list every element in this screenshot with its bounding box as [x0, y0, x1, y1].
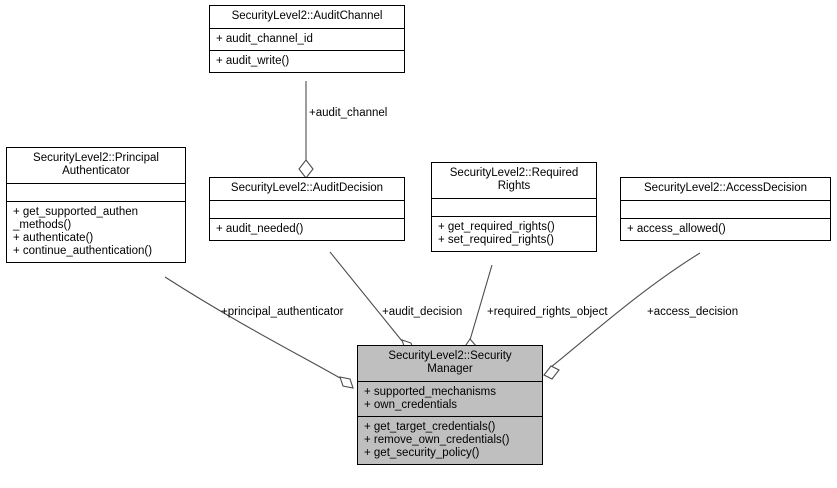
edge-label-access-decision: +access_decision — [647, 306, 739, 318]
class-title-security-manager: SecurityLevel2::Security Manager — [358, 346, 542, 382]
class-attributes-audit-channel: + audit_channel_id — [210, 29, 404, 51]
class-member: + get_supported_authen _methods() — [13, 206, 139, 231]
class-operations-required-rights: + get_required_rights() + set_required_r… — [432, 217, 596, 251]
class-member: + remove_own_credentials() — [364, 434, 510, 446]
class-member: + access_allowed() — [627, 223, 726, 235]
class-member: + audit_write() — [216, 55, 290, 67]
class-box-access-decision[interactable]: SecurityLevel2::AccessDecision + access_… — [620, 177, 831, 241]
class-title-access-decision: SecurityLevel2::AccessDecision — [621, 178, 830, 201]
class-attributes-security-manager: + supported_mechanisms + own_credentials — [358, 382, 542, 417]
aggregation-diamond-access-decision — [543, 365, 560, 380]
class-member: + authenticate() — [13, 232, 94, 244]
aggregation-diamond-principal-authenticator — [339, 376, 354, 389]
class-attributes-access-decision — [621, 201, 830, 219]
class-member: + continue_authentication() — [13, 245, 153, 257]
class-member: + get_target_credentials() — [364, 421, 496, 433]
class-box-required-rights[interactable]: SecurityLevel2::Required Rights + get_re… — [431, 162, 597, 252]
class-operations-principal-authenticator: + get_supported_authen _methods() + auth… — [7, 202, 185, 262]
edge-label-required-rights: +required_rights_object — [487, 306, 608, 318]
class-operations-access-decision: + access_allowed() — [621, 219, 830, 240]
class-operations-audit-channel: + audit_write() — [210, 51, 404, 72]
class-operations-audit-decision: + audit_needed() — [210, 219, 404, 240]
class-attributes-required-rights — [432, 199, 596, 217]
edge-line-required-rights — [469, 264, 493, 341]
class-member: + audit_needed() — [216, 223, 304, 235]
aggregation-diamond-audit-channel — [298, 159, 314, 179]
edge-label-principal-authenticator: +principal_authenticator — [221, 306, 344, 318]
class-title-principal-authenticator: SecurityLevel2::Principal Authenticator — [7, 148, 185, 184]
class-title-required-rights: SecurityLevel2::Required Rights — [432, 163, 596, 199]
class-box-security-manager[interactable]: SecurityLevel2::Security Manager + suppo… — [357, 345, 543, 465]
class-title-audit-decision: SecurityLevel2::AuditDecision — [210, 178, 404, 201]
class-member: + supported_mechanisms — [364, 386, 497, 398]
edge-label-audit-decision: +audit_decision — [382, 306, 463, 318]
edge-label-audit-channel: +audit_channel — [309, 107, 388, 119]
class-member: + get_security_policy() — [364, 447, 480, 459]
class-member: + get_required_rights() — [438, 221, 555, 233]
class-member: + own_credentials — [364, 399, 458, 411]
class-member: + set_required_rights() — [438, 234, 555, 246]
class-attributes-audit-decision — [210, 201, 404, 219]
class-operations-security-manager: + get_target_credentials() + remove_own_… — [358, 417, 542, 464]
class-attributes-principal-authenticator — [7, 184, 185, 202]
class-box-audit-channel[interactable]: SecurityLevel2::AuditChannel + audit_cha… — [209, 5, 405, 73]
class-title-audit-channel: SecurityLevel2::AuditChannel — [210, 6, 404, 29]
class-member: + audit_channel_id — [216, 33, 313, 45]
class-box-principal-authenticator[interactable]: SecurityLevel2::Principal Authenticator … — [6, 147, 186, 263]
edge-line-principal-authenticator — [164, 276, 341, 379]
edge-line-audit-decision — [329, 251, 403, 342]
class-box-audit-decision[interactable]: SecurityLevel2::AuditDecision + audit_ne… — [209, 177, 405, 241]
